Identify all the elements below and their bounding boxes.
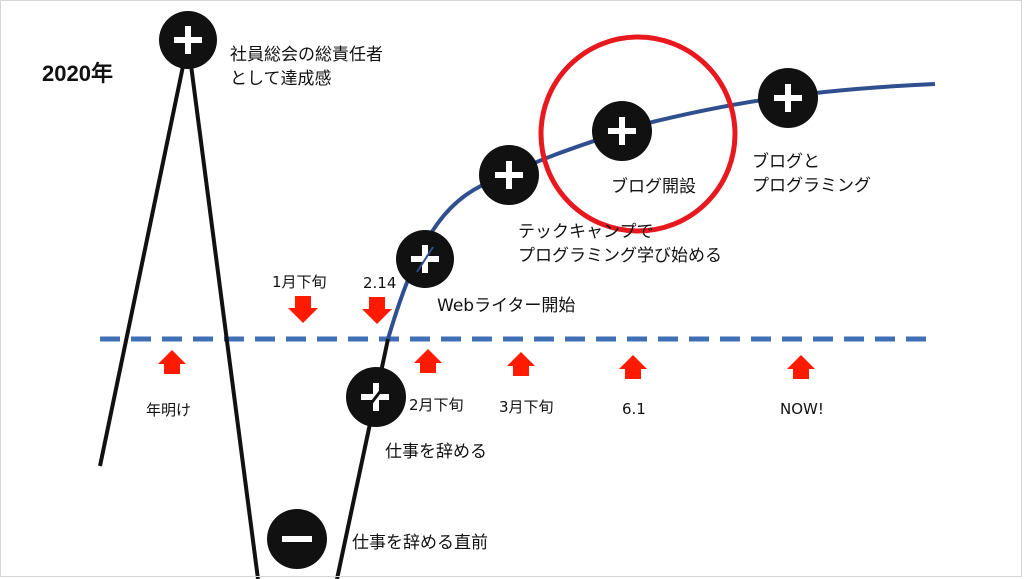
marker-feb-late: 2月下旬	[409, 396, 464, 414]
jan-late-down-arrow	[288, 296, 318, 323]
marker-now: NOW!	[780, 400, 824, 418]
marker-new-year: 年明け	[146, 401, 192, 419]
mood-line-left	[98, 41, 190, 467]
feb14-down-arrow	[362, 297, 392, 324]
year-label: 2020年	[42, 61, 113, 86]
marker-jun1: 6.1	[622, 400, 646, 418]
event-blog-open: ブログ開設	[611, 177, 696, 197]
blog-open-badge	[592, 101, 652, 161]
shain-sokai-badge	[159, 11, 217, 69]
marker-feb14: 2.14	[363, 274, 397, 292]
web-writer-badge	[396, 230, 454, 288]
feb-late-up-arrow	[414, 349, 442, 373]
event-techcamp: テックキャンプで プログラミング学び始める	[518, 222, 722, 266]
marker-jan-late: 1月下旬	[272, 273, 327, 291]
event-shain-sokai: 社員総会の総責任者 として達成感	[230, 45, 383, 89]
jun1-up-arrow	[619, 355, 647, 379]
blog-highlight-circle	[538, 34, 738, 234]
before-quit-badge	[267, 509, 327, 569]
event-quit-job: 仕事を辞める	[385, 442, 487, 462]
marker-mar-late: 3月下旬	[499, 398, 554, 416]
quit-job-badge	[346, 367, 406, 427]
techcamp-badge	[479, 145, 539, 205]
mood-line-drop	[186, 41, 260, 579]
event-web-writer: Webライター開始	[437, 296, 576, 316]
now-up-arrow	[787, 355, 815, 379]
event-before-quit: 仕事を辞める直前	[352, 533, 488, 553]
mar-late-up-arrow	[507, 352, 535, 376]
now-badge	[758, 68, 818, 128]
new-year-up-arrow	[158, 350, 186, 374]
event-blog-programming: ブログと プログラミング	[752, 152, 871, 196]
